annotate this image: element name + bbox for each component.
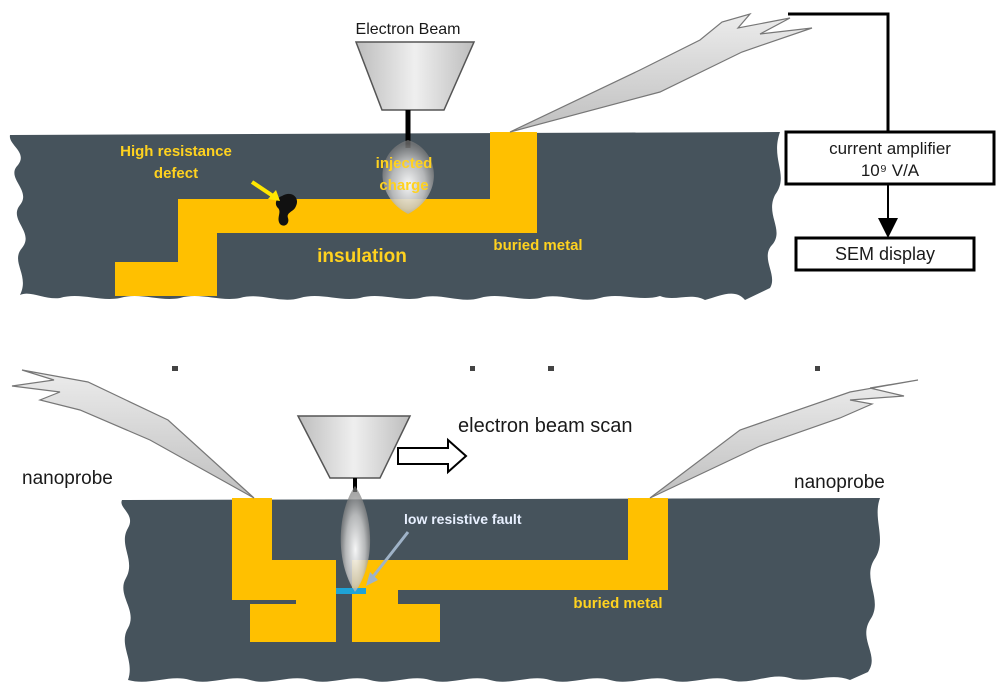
insulation-label: insulation: [317, 246, 407, 267]
bottom-beam-cone: [296, 415, 412, 479]
cropped-text-fragments: [172, 366, 820, 371]
high-resistance-label-line2: defect: [154, 165, 198, 182]
injected-charge-label-line2: charge: [379, 177, 428, 194]
electron-beam-label: Electron Beam: [356, 21, 461, 38]
bottom-beam-spread: [340, 486, 371, 592]
top-nanoprobe: [509, 12, 813, 133]
fault-pointer-head: [366, 572, 378, 586]
scan-label: electron beam scan: [458, 415, 633, 437]
bottom-metal-right: [352, 498, 668, 642]
top-diagram: current amplifier 10⁹ V/A SEM display El…: [9, 12, 996, 300]
bottom-buried-metal-label: buried metal: [573, 595, 662, 612]
amplifier-label-line1: current amplifier: [829, 139, 951, 158]
amplifier-label-line2: 10⁹ V/A: [861, 161, 920, 180]
top-buried-metal-label: buried metal: [493, 237, 582, 254]
defect-arrowhead: [268, 190, 280, 201]
bottom-right-nanoprobe: [649, 379, 919, 499]
nanoprobe-left-label: nanoprobe: [22, 468, 113, 489]
nanoprobe-right-label: nanoprobe: [794, 472, 885, 493]
scan-direction-arrow: [397, 437, 468, 475]
bottom-metal-left: [232, 498, 336, 642]
current-amplifier-box: [784, 130, 996, 186]
top-beam-cone: [354, 41, 476, 111]
high-resistance-label-line1: High resistance: [120, 143, 232, 160]
sem-display-label: SEM display: [835, 244, 935, 264]
low-resistive-fault: [336, 588, 366, 594]
bottom-left-nanoprobe: [11, 369, 255, 499]
low-resistive-fault-label: low resistive fault: [404, 511, 522, 527]
fault-pointer: [370, 531, 410, 579]
top-metal-trace: [115, 132, 537, 296]
bottom-diagram: electron beam scan nanoprobe nanoprobe l…: [11, 369, 919, 682]
injected-charge-label-line1: injected: [376, 155, 433, 172]
defect-spot: [275, 193, 298, 226]
sem-display-box: [794, 236, 976, 272]
injected-charge: [382, 140, 434, 214]
probe-wire: [788, 12, 890, 132]
